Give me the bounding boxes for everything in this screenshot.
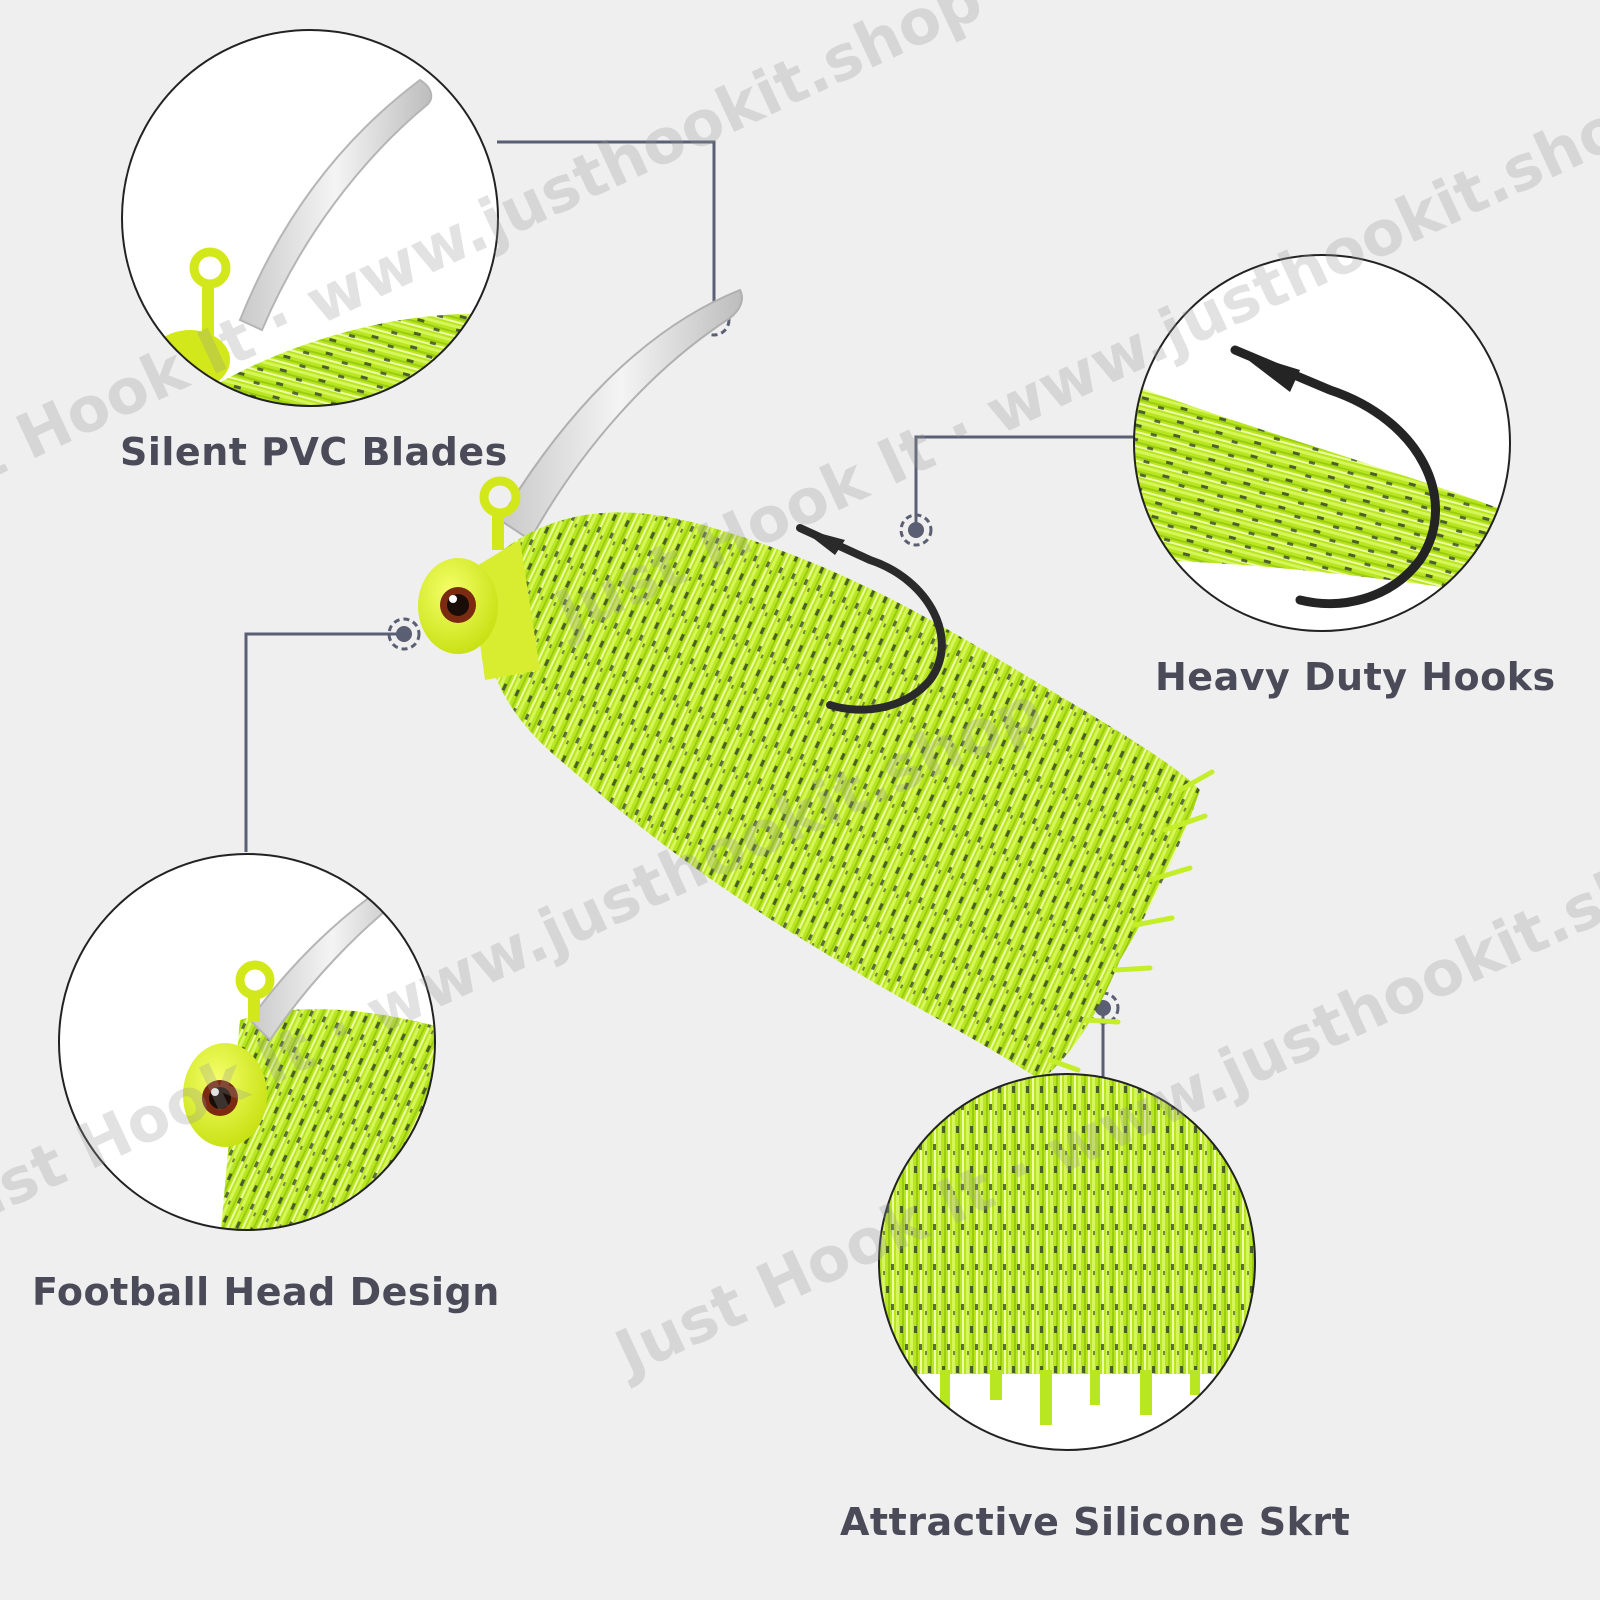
dot-head	[387, 617, 421, 651]
football-head	[418, 558, 498, 654]
lure-main	[418, 288, 1215, 1080]
connector-blades	[497, 140, 716, 320]
pvc-blade	[498, 288, 743, 542]
label-football-head-design: Football Head Design	[32, 1270, 500, 1314]
hook-icon	[796, 524, 946, 714]
skirt-strand-ends	[1047, 769, 1215, 1073]
detail-circle-head	[58, 853, 436, 1231]
detail-circle-skirt	[878, 1073, 1256, 1451]
detail-circle-hooks	[1133, 254, 1511, 632]
silicone-skirt	[483, 512, 1200, 1080]
dot-hooks	[899, 513, 933, 547]
connector-head	[244, 632, 404, 852]
detail-circle-blades	[121, 29, 499, 407]
label-attractive-silicone-skirt: Attractive Silicone Skrt	[840, 1500, 1351, 1544]
label-silent-pvc-blades: Silent PVC Blades	[120, 430, 508, 474]
line-tie-eye-icon	[479, 476, 521, 550]
label-heavy-duty-hooks: Heavy Duty Hooks	[1155, 655, 1556, 699]
connector-hooks	[914, 435, 1142, 530]
